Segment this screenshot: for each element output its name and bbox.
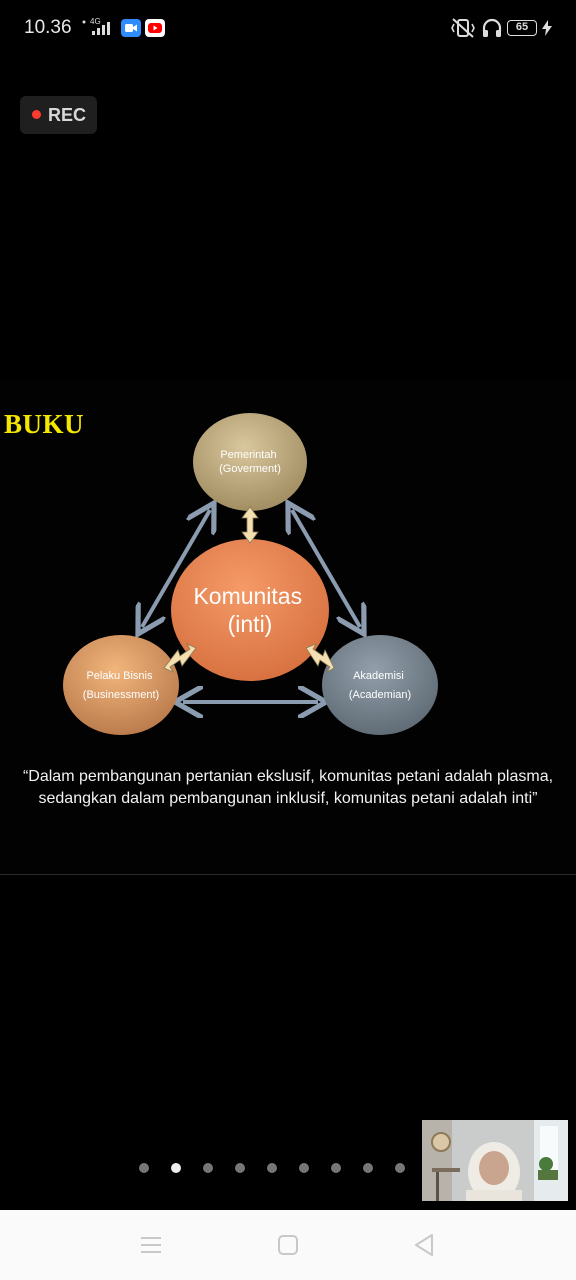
svg-text:Akademisi (Academian): Akademisi (Academian) xyxy=(349,670,411,701)
business-label-line1: Pelaku Bisnis xyxy=(86,670,153,682)
svg-text:Pelaku Bisnis (Businessm: Pelaku Bisnis (Businessment) xyxy=(83,670,159,701)
academia-label-line2: (Academian) xyxy=(349,689,411,701)
page-dot[interactable] xyxy=(203,1163,213,1173)
recording-indicator[interactable]: REC xyxy=(20,96,97,134)
slide-corner-label: BUKU xyxy=(4,409,85,439)
node-community xyxy=(171,539,329,681)
triangle-diagram: Komunitas (inti) Pemerintah (Goverment) … xyxy=(63,413,438,735)
vibrate-icon xyxy=(451,18,475,38)
status-time: 10.36 xyxy=(24,17,72,38)
business-label-line2: (Businessment) xyxy=(83,689,159,701)
community-label-line2: (inti) xyxy=(228,611,273,637)
page-dot[interactable] xyxy=(171,1163,181,1173)
arrow-gov-academia xyxy=(292,510,360,627)
page-dot[interactable] xyxy=(235,1163,245,1173)
page-indicator[interactable] xyxy=(0,1163,576,1175)
page-dot[interactable] xyxy=(139,1163,149,1173)
network-type-label: 4G xyxy=(90,17,101,26)
node-business xyxy=(63,635,179,735)
node-government xyxy=(193,413,307,511)
svg-text:Komunitas (inti): Komunitas (inti) xyxy=(193,583,306,637)
government-label-line2: (Goverment) xyxy=(219,463,281,475)
system-navigation-bar xyxy=(0,1210,576,1280)
government-label-line1: Pemerintah xyxy=(220,449,276,461)
youtube-app-icon xyxy=(145,19,165,37)
page-dot[interactable] xyxy=(267,1163,277,1173)
arrow-gov-business xyxy=(142,510,210,627)
academia-label-line1: Akademisi xyxy=(353,670,404,682)
shared-slide: BUKU xyxy=(0,380,576,875)
record-dot-icon xyxy=(32,110,41,119)
slide-quote: “Dalam pembangunan pertanian ekslusif, k… xyxy=(22,768,554,807)
home-icon[interactable] xyxy=(273,1232,303,1258)
zoom-app-icon xyxy=(121,19,141,37)
small-arrow-right xyxy=(305,643,335,674)
small-arrow-top xyxy=(241,506,259,544)
back-icon[interactable] xyxy=(410,1232,440,1258)
headset-icon xyxy=(482,18,502,37)
participant-video-frame xyxy=(422,1120,568,1201)
recording-label: REC xyxy=(48,105,87,125)
battery-icon: 65 xyxy=(507,20,537,36)
page-dot[interactable] xyxy=(331,1163,341,1173)
svg-text:Pemerintah (Goverment): Pemerintah (Goverment) xyxy=(219,449,281,475)
participant-video-thumbnail[interactable] xyxy=(422,1120,568,1201)
charging-icon xyxy=(542,20,552,36)
recent-apps-icon[interactable] xyxy=(136,1232,166,1258)
node-academia xyxy=(322,635,438,735)
page-dot[interactable] xyxy=(299,1163,309,1173)
page-dot[interactable] xyxy=(363,1163,373,1173)
small-arrow-left xyxy=(163,643,197,673)
page-dot[interactable] xyxy=(395,1163,405,1173)
community-label-line1: Komunitas xyxy=(193,583,302,609)
status-bar: 10.36 4G 65 xyxy=(0,0,576,58)
signal-icon: 4G xyxy=(82,17,110,35)
